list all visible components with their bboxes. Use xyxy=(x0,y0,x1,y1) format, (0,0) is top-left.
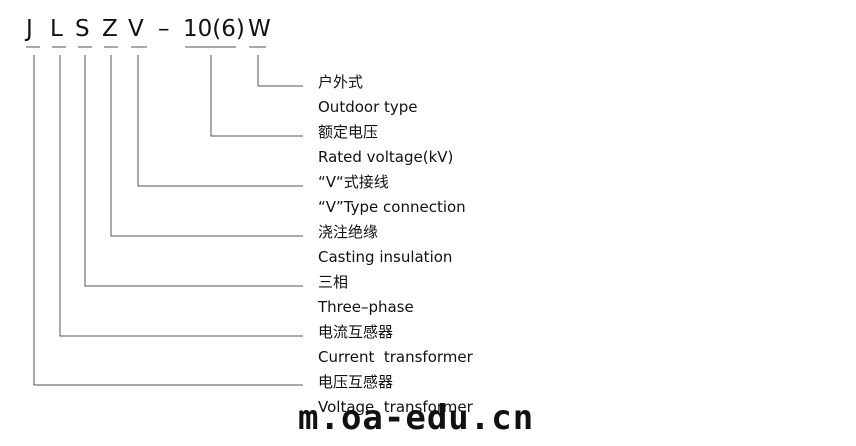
code-letter-s: S xyxy=(75,16,90,42)
model-code: J L S Z V – 10(6) W xyxy=(0,0,856,50)
legend-casting-insulation-cn: 浇注绝缘 xyxy=(318,223,379,241)
legend-voltage-transformer-cn: 电压互感器 xyxy=(318,373,394,391)
watermark: m.oa-edu.cn xyxy=(298,398,535,438)
code-letter-l: L xyxy=(50,16,63,42)
code-dash: – xyxy=(158,16,170,42)
code-letter-j: J xyxy=(26,16,33,42)
legend-rated-voltage-en: Rated voltage(kV) xyxy=(318,148,454,166)
code-rated-voltage: 10(6) xyxy=(183,16,245,42)
code-letter-z: Z xyxy=(102,16,118,42)
legend-three-phase-cn: 三相 xyxy=(318,273,349,291)
legend-three-phase-en: Three–phase xyxy=(318,298,414,316)
legend-voltage-transformer-en: Voltage transformer xyxy=(318,398,473,416)
legend-casting-insulation-en: Casting insulation xyxy=(318,248,453,266)
legend-current-transformer-cn: 电流互感器 xyxy=(318,323,394,341)
legend-current-transformer-en: Current transformer xyxy=(318,348,473,366)
legend-v-connection-en: “V”Type connection xyxy=(318,198,466,216)
legend-outdoor-en: Outdoor type xyxy=(318,98,418,116)
legend-rated-voltage-cn: 额定电压 xyxy=(318,123,379,141)
code-letter-v: V xyxy=(128,16,144,42)
legend-v-connection-cn: “V“式接线 xyxy=(318,173,389,191)
legend-outdoor-cn: 户外式 xyxy=(318,73,364,91)
code-letter-w: W xyxy=(248,16,271,42)
